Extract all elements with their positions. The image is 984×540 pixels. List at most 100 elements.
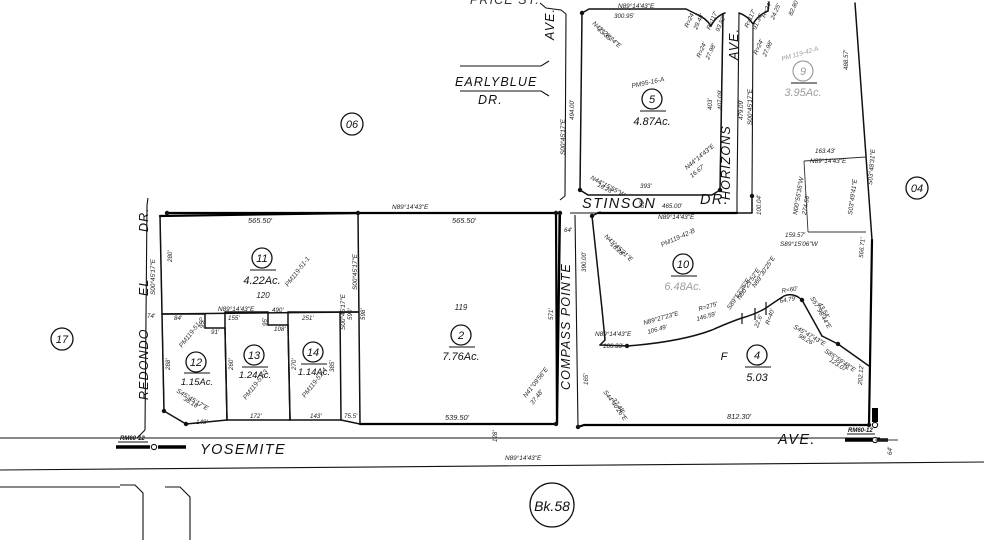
book-ref-58 (529, 482, 575, 528)
dim-465: 465.00' (662, 203, 683, 210)
book-label: Bk.58 (534, 498, 570, 514)
dim-91: 91' (211, 329, 220, 336)
bearing-n41-45: N41°45'21"E (603, 233, 636, 264)
street-el-redondo-dr-suffix: DR. (137, 207, 151, 232)
bearing-s00-mid2: S00°45'17"E (559, 118, 567, 155)
street-el-redondo-dr-name: REDONDO (137, 328, 151, 400)
street-yosemite-ave-label: YOSEMITE (200, 442, 286, 458)
parcel-10-notch (803, 156, 867, 233)
dim-812-30: 812.30' (727, 412, 752, 421)
parcel-4-prefix: F (721, 351, 729, 363)
dim-155: 155' (228, 315, 240, 322)
bearing-n89-bottom: N89°14'43"E (505, 454, 542, 462)
dim-571: 571' (548, 308, 555, 320)
bearing-s00-r: S00°45'17"E (351, 253, 359, 290)
dim-202-12: 202.12' (857, 364, 866, 386)
parcel-9-pm: PM 119-42-A (781, 45, 820, 62)
book-ref-17 (50, 327, 74, 351)
dim-148: 148' (196, 419, 208, 426)
bearing-n89-stinson: N89°14'43"E (658, 213, 695, 221)
dim-539-50: 539.50' (445, 413, 470, 422)
monument-rm-right-label: RM60-12 (848, 428, 873, 434)
curve-r275: R=275' (698, 301, 720, 313)
parcel-12-number: 12 (190, 357, 202, 369)
bearing-s89-15: S89°15'06"W (780, 240, 819, 248)
parcel-14-area: 1.14Ac. (298, 367, 330, 378)
dim-165: 165' (583, 373, 590, 385)
curve-22-6: 22.6' (753, 313, 765, 330)
parcel-2-outline (165, 211, 559, 426)
dim-172: 172' (250, 413, 262, 420)
bearing-s00-horizons: S00°45'17"E (746, 88, 754, 125)
bearing-s00-mid: S00°45'17"E (339, 293, 347, 330)
dim-390: 390.00' (581, 251, 588, 272)
dim-128: 128' (492, 430, 499, 442)
dim-143: 143' (310, 413, 322, 420)
row-yosemite-ave (0, 437, 984, 540)
dim-64-cp: 64' (564, 227, 573, 234)
book-ref-04 (905, 176, 929, 200)
bearing-s03-49: S03°49'41"E (846, 178, 859, 215)
monument-rm-right (845, 408, 898, 444)
parcel-14-outline (287, 311, 361, 425)
book-ref-04-label: 04 (911, 183, 923, 195)
street-ave-left-label: AVE. (543, 8, 557, 41)
monument-rm-left (116, 441, 186, 451)
book-ref-17-label: 17 (56, 334, 69, 346)
parcel-2-book-parcel: 119 (455, 303, 468, 312)
bearing-n89-163: N89°14'43"E (810, 157, 847, 165)
parcel-5-area: 4.87Ac. (633, 116, 670, 128)
dim-566-71: 566.71' (858, 237, 867, 258)
dim-598: 598' (360, 308, 367, 320)
dim-108: 108' (274, 326, 286, 333)
bearing-n89-top: N89°14'43"E (392, 203, 429, 211)
dim-84: 84' (174, 315, 183, 322)
dim-95: 95' (199, 319, 206, 328)
street-horizons-ave-label: HORIZONS (719, 125, 733, 200)
bearing-n89-1112: N89°14'43"E (218, 305, 255, 313)
dim-300-95: 300.95' (614, 13, 635, 20)
parcel-11-pm: PM119-51-1 (284, 255, 312, 288)
dim-95b: 95' (262, 317, 269, 326)
row-ave-left (460, 2, 567, 201)
dim-251: 251' (301, 315, 314, 322)
parcel-2-area: 7.76Ac. (442, 351, 479, 363)
bearing-s45-45: S45°45'17"E (175, 387, 211, 413)
parcel-2-number: 2 (457, 330, 464, 342)
dim-64-79: 64.79' (779, 295, 797, 305)
dim-385: 385' (329, 360, 336, 372)
dim-590: 590' (347, 308, 354, 320)
parcel-5-number: 5 (649, 94, 656, 106)
dim-288: 288' (165, 358, 172, 371)
street-yosemite-ave-suffix: AVE. (777, 432, 816, 448)
dim-479-09: 479.09' (738, 99, 745, 120)
dim-488-57: 488.57' (843, 49, 850, 70)
row-el-redondo-dr (120, 197, 165, 540)
book-ref-06 (340, 112, 364, 136)
parcel-11-number: 11 (256, 253, 267, 265)
parcel-10-outline (591, 195, 753, 346)
bearing-n89-186: N89°14'43"E (595, 330, 632, 338)
dim-270: 270' (291, 358, 298, 371)
street-earlyblue-dr-line2: DR. (478, 93, 503, 107)
dim-490: 490' (272, 307, 284, 314)
parcel-13-area: 1.24Ac. (239, 370, 271, 381)
street-horizons-ave-suffix: AVE. (727, 28, 741, 61)
parcel-14-number: 14 (307, 347, 319, 359)
dim-74: 74' (147, 313, 156, 320)
street-price-st-label: PRICE ST. (470, 0, 540, 7)
parcel-9-area: 3.95Ac. (784, 87, 821, 99)
dim-407-09: 407.09' (717, 89, 724, 110)
dim-565-50-b: 565.50' (452, 216, 477, 225)
parcel-11-book-parcel: 120 (256, 291, 270, 300)
parcel-4-number: 4 (754, 350, 760, 362)
dim-403: 403' (707, 98, 714, 110)
dim-75-5: 75.5' (344, 413, 358, 420)
dim-494: 494.00' (569, 99, 576, 120)
bearing-n89-m: N89°14'43"E (618, 2, 655, 10)
parcel-10-pm: PM119-42-B (660, 227, 697, 248)
curve-82-80: 82.80' (787, 0, 801, 17)
bearing-s03-48: S03°48'31"E (866, 148, 877, 185)
bearing-n42-28: N42°28'24"E (591, 20, 624, 51)
